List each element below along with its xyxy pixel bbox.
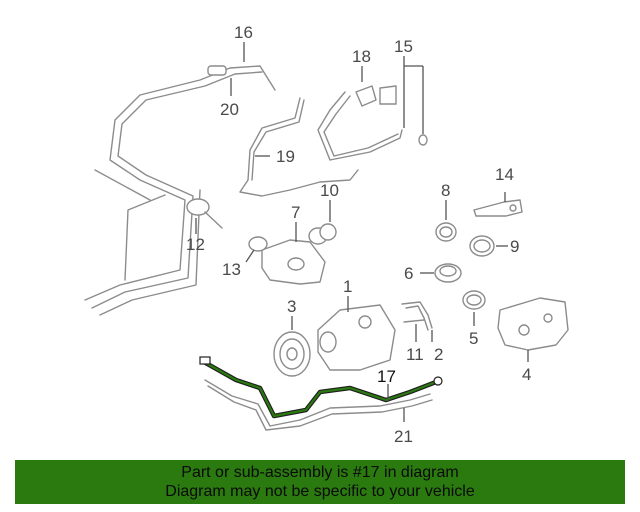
callout-labels: 16 20 18 15 19 10 12 7 13 8 14 9 6 1 3 1… (186, 23, 531, 446)
callout-14: 14 (495, 165, 514, 184)
banner-line-2: Diagram may not be specific to your vehi… (165, 483, 475, 500)
pump-1 (317, 304, 396, 371)
bracket-4 (497, 297, 569, 351)
callout-19: 19 (276, 147, 295, 166)
callout-4: 4 (522, 365, 531, 384)
callout-13: 13 (222, 260, 241, 279)
callout-10: 10 (320, 181, 339, 200)
banner-line-1: Part or sub-assembly is #17 in diagram (181, 464, 459, 481)
hose-18-15 (317, 85, 428, 161)
callout-12: 12 (186, 235, 205, 254)
leader-lines (195, 42, 529, 422)
callout-21: 21 (394, 427, 413, 446)
parts-2-11 (401, 301, 433, 331)
callout-8: 8 (441, 181, 450, 200)
hose-21 (204, 379, 433, 431)
highlighted-part-17 (199, 356, 443, 419)
seals (434, 222, 495, 310)
callout-9: 9 (510, 237, 519, 256)
callout-16: 16 (234, 23, 253, 42)
callout-6: 6 (404, 264, 413, 283)
callout-11: 11 (406, 345, 424, 364)
part-10 (308, 223, 337, 245)
callout-18: 18 (352, 47, 371, 66)
callout-3: 3 (287, 297, 296, 316)
hose-19 (239, 97, 359, 197)
part-17-highlight (202, 360, 438, 418)
reservoir-7 (248, 236, 326, 285)
cooler-line-assembly (84, 65, 276, 316)
callout-15: 15 (394, 37, 413, 56)
part-14 (473, 199, 523, 217)
callout-2: 2 (434, 345, 443, 364)
parts-diagram: 16 20 18 15 19 10 12 7 13 8 14 9 6 1 3 1… (84, 23, 569, 446)
callout-20: 20 (220, 100, 239, 119)
callout-5: 5 (469, 329, 478, 348)
callout-17: 17 (377, 367, 396, 386)
part-12 (186, 198, 223, 229)
callout-7: 7 (291, 203, 300, 222)
info-banner: Part or sub-assembly is #17 in diagram D… (15, 460, 625, 504)
callout-1: 1 (343, 277, 352, 296)
pulley-3 (273, 331, 311, 377)
